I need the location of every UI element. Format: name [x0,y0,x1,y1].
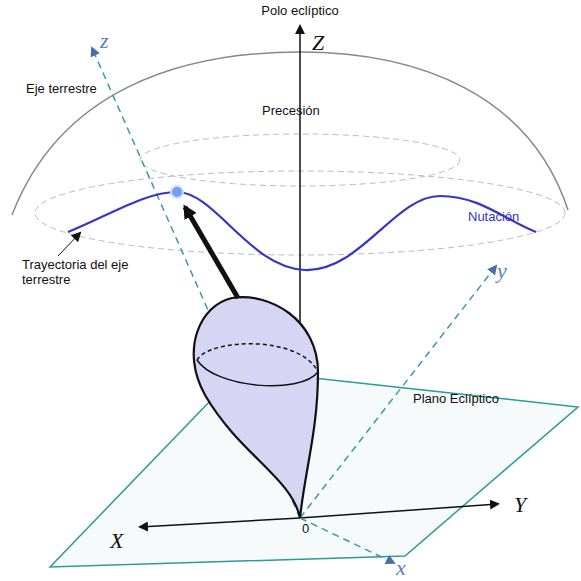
axis-name: Z [312,30,324,55]
axis-name: Y [514,492,526,517]
x-axis [140,518,300,527]
nutation-label: Nutación [468,210,519,225]
y-axis [300,504,498,518]
axis-point [171,186,183,198]
origin-label: 0 [302,522,309,537]
path-label: Trayectoria del eje terrestre [22,258,162,288]
angular-momentum-arrow [185,207,238,298]
body-x-axis [300,518,394,563]
pole-label: Polo eclíptico [261,4,338,19]
nutation-curve [68,192,536,270]
plane-label: Plano Eclíptico [413,392,499,407]
top-equator-back [197,344,318,372]
celestial-sphere [12,52,568,215]
axis-name: x [396,555,406,580]
spinning-top [194,297,318,518]
axis-name: y [497,258,507,283]
axis-label: Eje terrestre [26,82,97,97]
axis-name: z [100,28,109,53]
leader-line [58,233,80,256]
top-equator-front [197,360,318,386]
precession-label: Precesión [262,104,320,119]
axis-name: X [110,528,123,553]
